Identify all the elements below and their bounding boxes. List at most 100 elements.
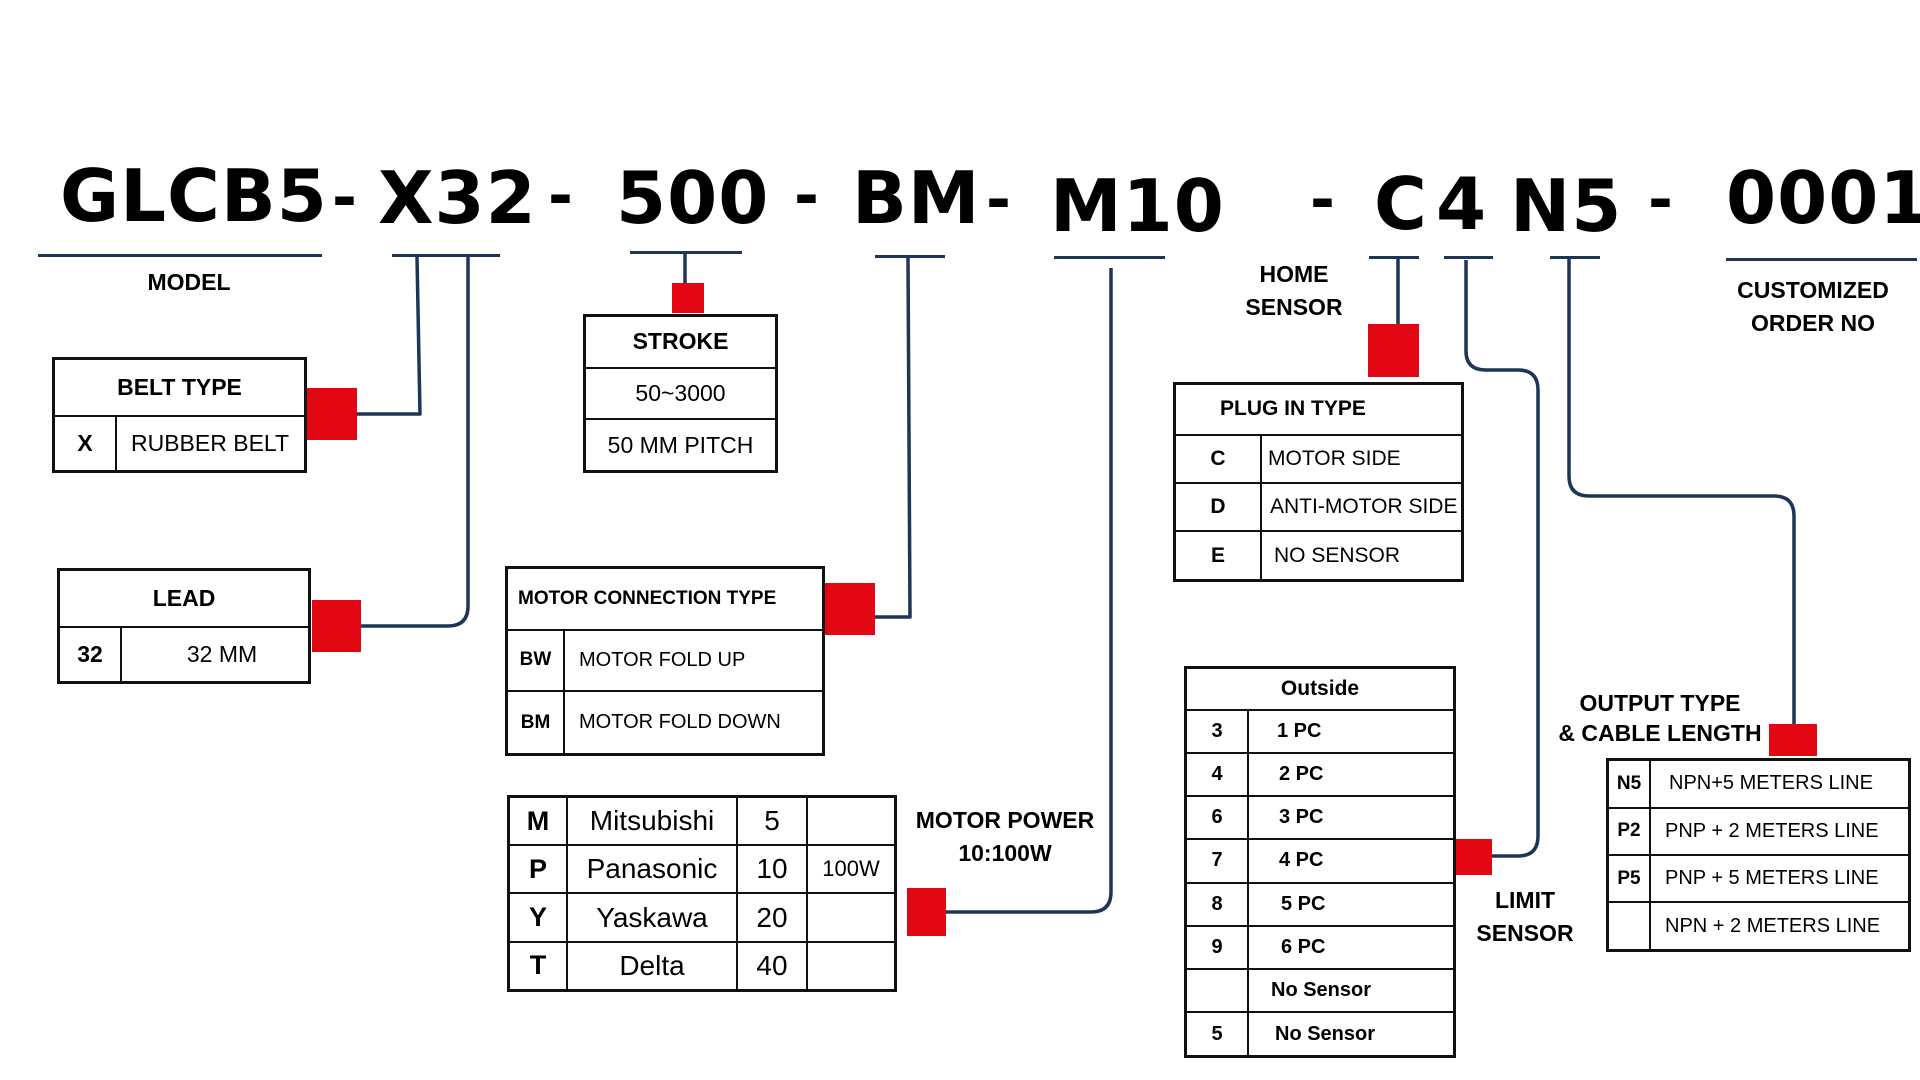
home-sensor-label-line2: SENSOR [1245,294,1343,320]
output-desc: NPN + 2 METERS LINE [1649,901,1911,952]
limit-code: 8 [1184,881,1249,927]
customized-label-line1: CUSTOMIZED [1737,277,1889,303]
code-output: N5 [1510,164,1623,248]
code-separator: - [794,161,819,231]
lead-title: LEAD [57,568,311,628]
code-separator: - [332,163,357,233]
lead-connector [361,257,470,628]
code-separator: - [548,161,573,231]
motor-brand-value: 20 [736,892,808,943]
limit-desc: 6 PC [1247,924,1456,971]
model-label: MODEL [147,266,230,299]
motor-brand-name: Panasonic [566,844,738,895]
table-row: NPN + 2 METERS LINE [1606,901,1911,952]
motor-power-label-line2: 10:100W [958,840,1052,866]
lead-marker [312,600,361,652]
plug-code: C [1173,433,1262,484]
customized-order-label: CUSTOMIZED ORDER NO [1737,274,1889,340]
table-row: 50~3000 [583,366,778,421]
code-model: GLCB5 [60,154,328,238]
table-row: X RUBBER BELT [52,414,307,473]
limit-code: 7 [1184,838,1249,884]
plug-code: E [1173,530,1262,582]
stroke-pitch: 50 MM PITCH [583,418,778,473]
output-desc: PNP + 5 METERS LINE [1649,853,1911,904]
lead-table: LEAD 32 32 MM [57,568,311,684]
output-type-label: OUTPUT TYPE & CABLE LENGTH [1558,688,1761,748]
code-separator: - [986,165,1011,235]
model-label-text: MODEL [147,269,231,295]
motor-connection-code: BW [505,628,565,693]
motor-connection-desc: MOTOR FOLD DOWN [563,690,825,756]
table-row: 50 MM PITCH [583,418,778,473]
motor-connection-desc: MOTOR FOLD UP [563,628,825,693]
table-row: M Mitsubishi 5 [507,795,897,847]
stroke-title: STROKE [583,314,778,369]
motor-brand-code: M [507,795,568,847]
motor-connection-underline [875,255,945,258]
limit-sensor-underline [1444,256,1493,259]
belt-type-table: BELT TYPE X RUBBER BELT [52,357,307,473]
motor-power-label-line1: MOTOR POWER [915,807,1095,833]
motor-power-label: MOTOR POWER 10:100W [916,804,1094,870]
belt-lead-underline [392,254,500,257]
table-row: BW MOTOR FOLD UP [505,628,825,693]
plug-desc: NO SENSOR [1260,530,1464,582]
table-row: T Delta 40 [507,940,897,992]
limit-code: 9 [1184,924,1249,971]
limit-sensor-label-line2: SENSOR [1476,920,1574,946]
output-type-label-line1: OUTPUT TYPE [1579,690,1741,716]
limit-sensor-label-line1: LIMIT [1494,887,1556,913]
plug-in-type-table: PLUG IN TYPE C MOTOR SIDE D ANTI-MOTOR S… [1173,382,1464,582]
plug-in-type-title: PLUG IN TYPE [1173,382,1464,436]
table-row: 32 32 MM [57,625,311,684]
motor-connection-marker [824,583,875,635]
limit-desc: 2 PC [1247,751,1456,798]
output-code [1606,901,1651,952]
table-row: E NO SENSOR [1173,530,1464,582]
limit-desc: 4 PC [1247,838,1456,884]
code-separator: - [1648,165,1673,235]
motor-brand-code: T [507,940,568,992]
code-home-sensor: C [1374,162,1428,246]
table-row: BM MOTOR FOLD DOWN [505,690,825,756]
limit-code [1184,968,1249,1014]
limit-sensor-label: LIMIT SENSOR [1476,884,1573,950]
order-no-underline [1726,258,1917,261]
table-row: D ANTI-MOTOR SIDE [1173,481,1464,533]
belt-type-title: BELT TYPE [52,357,307,417]
output-code: P5 [1606,853,1651,904]
stroke-marker [672,283,704,313]
output-desc: PNP + 2 METERS LINE [1649,806,1911,856]
motor-brand-power [806,892,897,943]
output-marker [1769,724,1817,756]
home-sensor-underline [1369,256,1419,259]
limit-desc: No Sensor [1247,968,1456,1014]
motor-connection-title: MOTOR CONNECTION TYPE [505,566,825,631]
plug-code: D [1173,481,1262,533]
motor-brand-power: 100W [806,844,897,895]
home-sensor-label-line1: HOME [1259,261,1329,287]
code-order-no: 0001 [1726,156,1920,240]
limit-table-title: Outside [1184,666,1456,711]
limit-desc: No Sensor [1247,1011,1456,1058]
output-code: P2 [1606,806,1651,856]
motor-brand-power [806,940,897,992]
table-row: Y Yaskawa 20 [507,892,897,943]
lead-code: 32 [57,625,122,684]
limit-code: 6 [1184,795,1249,841]
limit-sensor-connector [1464,260,1540,858]
limit-code: 3 [1184,708,1249,754]
belt-type-connector [357,256,422,416]
